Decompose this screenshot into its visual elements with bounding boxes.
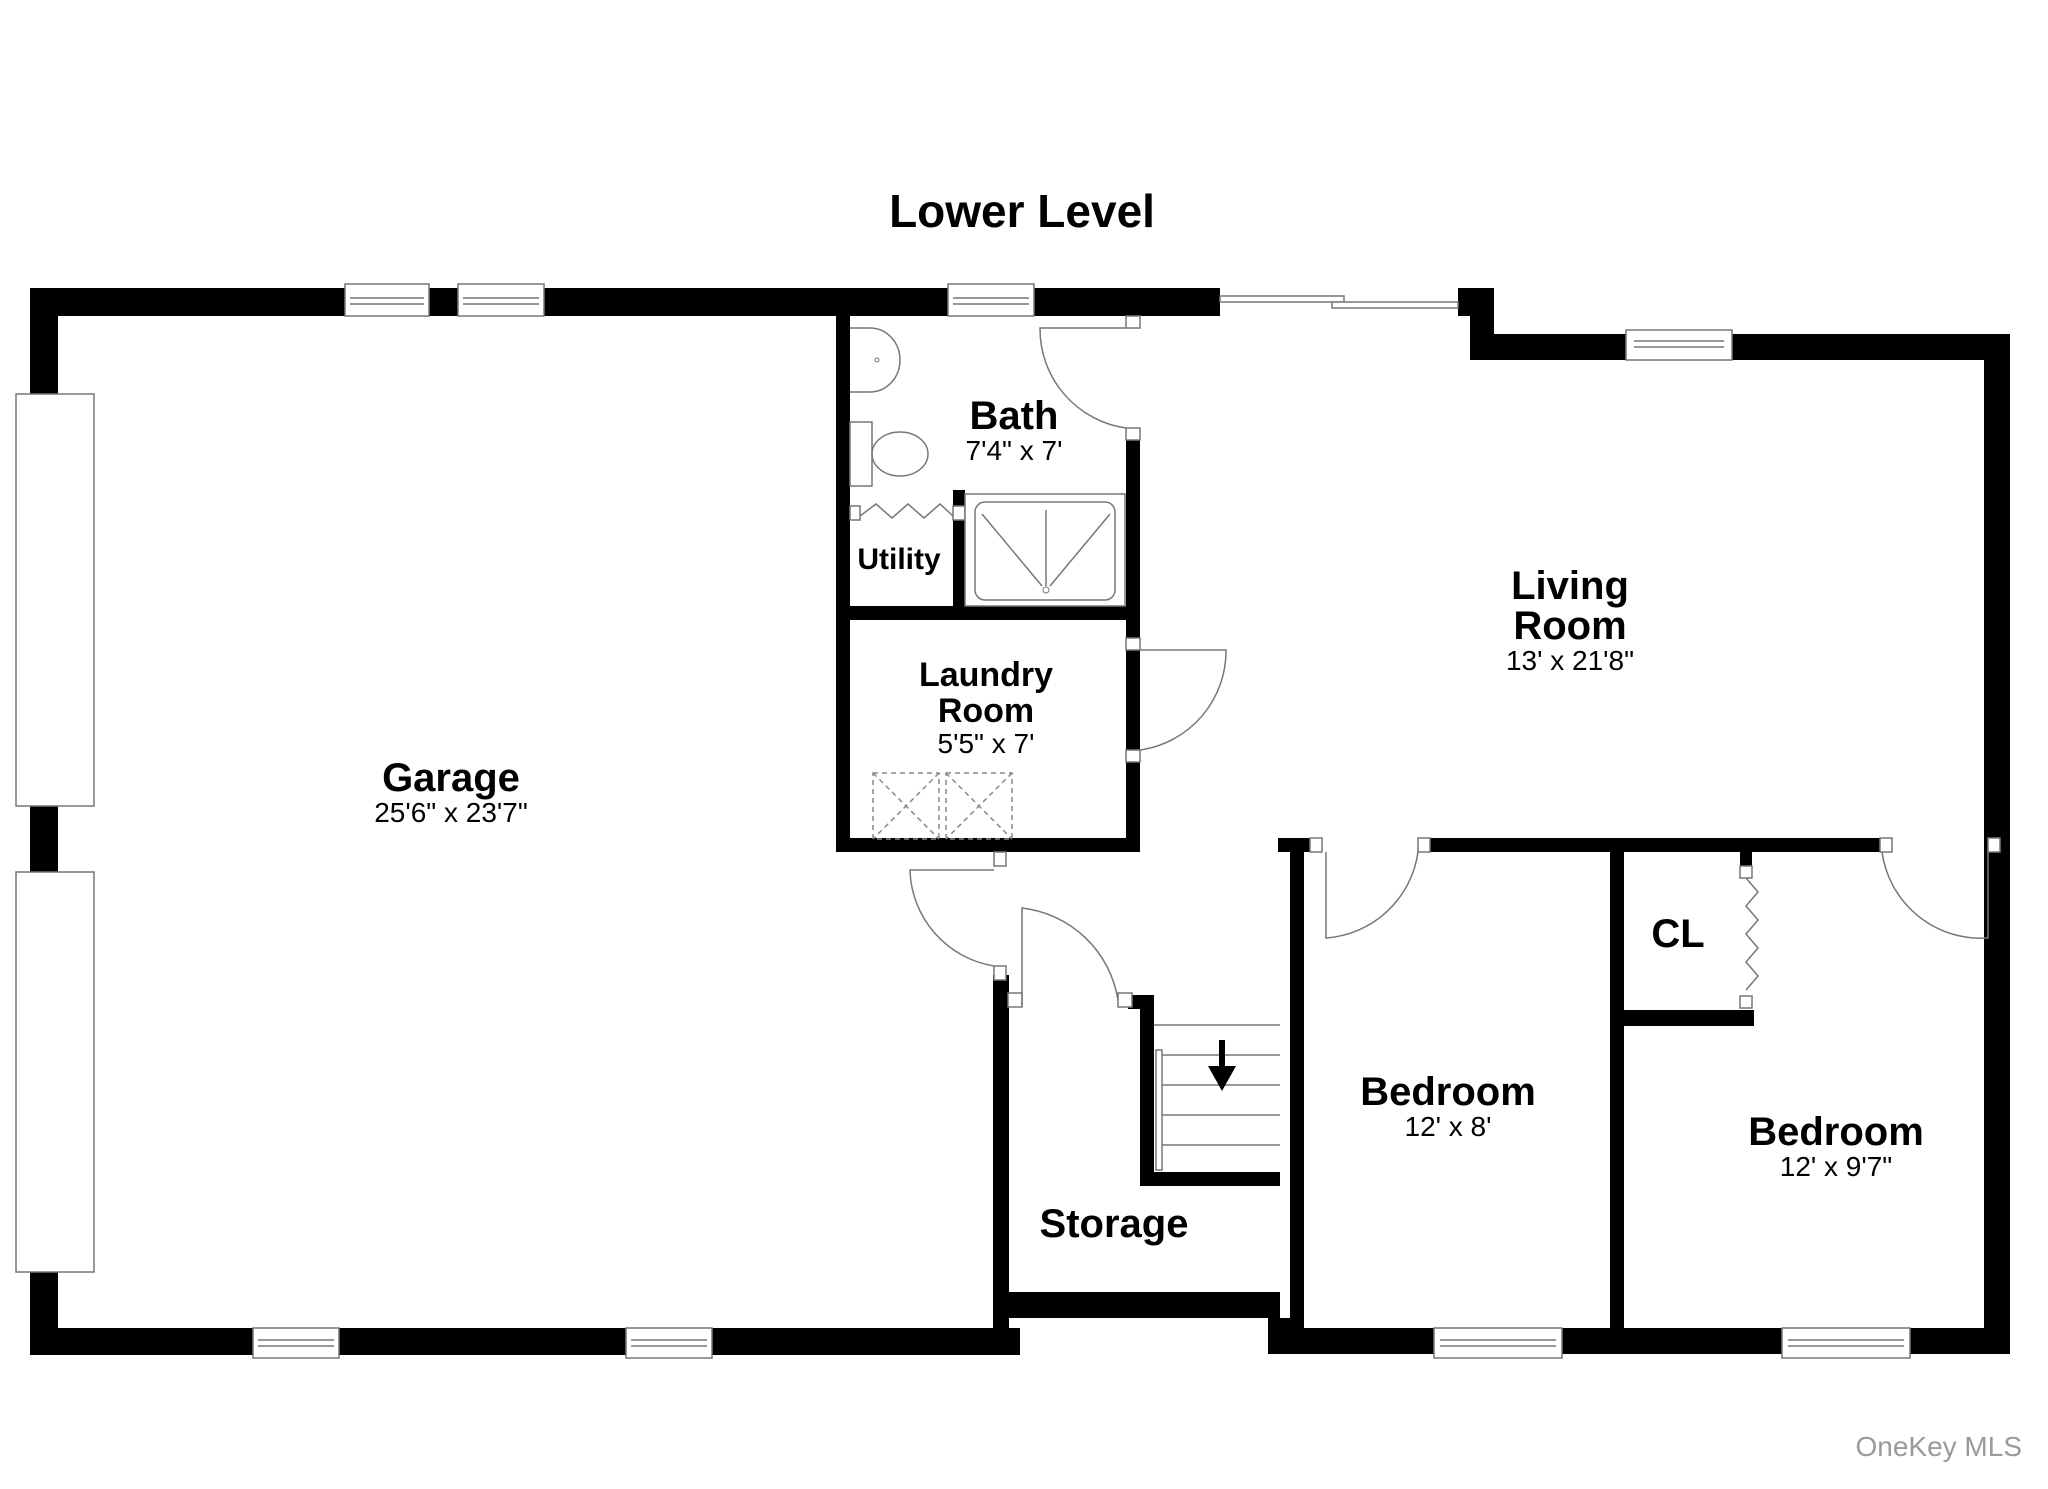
closet-bifold [1739, 865, 1759, 1009]
room-storage: Storage [1040, 1204, 1189, 1244]
garage-doors [15, 393, 95, 1273]
room-name: Bedroom [1360, 1070, 1536, 1114]
room-name-line1: Living [1511, 564, 1629, 608]
room-dimensions: 13' x 21'8" [1505, 645, 1635, 676]
room-dimensions: 5'5" x 7' [937, 728, 1035, 759]
room-bath: Bath 7'4" x 7' [966, 396, 1063, 466]
plan-title: Lower Level [889, 185, 1155, 237]
room-closet: CL [1651, 914, 1704, 954]
room-name-line2: Room [1513, 604, 1627, 648]
room-name: Utility [857, 543, 941, 576]
room-dimensions: 12' x 9'7" [1779, 1151, 1893, 1182]
room-name: CL [1651, 912, 1705, 956]
room-name: Storage [1039, 1202, 1189, 1246]
room-name: Bedroom [1748, 1110, 1924, 1154]
stairs [1154, 1024, 1280, 1171]
room-name-line2: Room [937, 692, 1035, 730]
room-living: Living Room 13' x 21'8" [1506, 566, 1634, 676]
windows [252, 283, 1911, 1359]
doors [909, 315, 2001, 1008]
washer-dryer [872, 772, 1013, 840]
room-bedroom-1: Bedroom 12' x 8' [1360, 1072, 1536, 1142]
room-name: Garage [382, 756, 520, 800]
room-laundry: Laundry Room 5'5" x 7' [919, 657, 1053, 759]
bath-fixtures [849, 327, 1126, 607]
room-bedroom-2: Bedroom 12' x 9'7" [1748, 1112, 1924, 1182]
room-name-line1: Laundry [918, 656, 1054, 694]
sliding-door [1219, 295, 1459, 309]
room-name: Bath [969, 394, 1059, 438]
room-dimensions: 12' x 8' [1404, 1111, 1492, 1142]
watermark: OneKey MLS [1855, 1431, 2022, 1462]
room-garage: Garage 25'6" x 23'7" [374, 758, 528, 828]
room-dimensions: 7'4" x 7' [965, 435, 1063, 466]
room-dimensions: 25'6" x 23'7" [374, 797, 528, 828]
room-utility: Utility [857, 540, 940, 580]
